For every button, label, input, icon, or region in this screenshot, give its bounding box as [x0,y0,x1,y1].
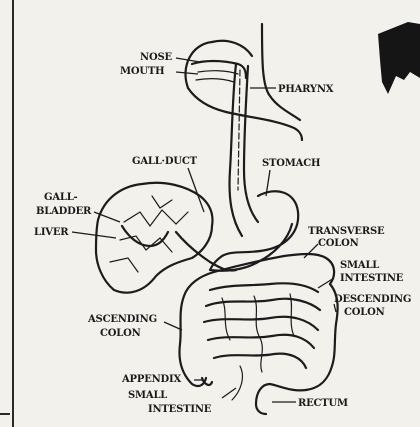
label-gall-duct: GALL·DUCT [132,156,198,167]
label-gall-bladder-1: GALL- [44,192,78,203]
label-descending-colon-2: COLON [344,307,385,318]
liver-leader [72,232,116,238]
label-descending-colon-1: DESCENDING [334,294,411,305]
labels: NOSE MOUTH PHARYNX GALL·DUCT STOMACH GAL… [34,52,411,415]
small-intestine-bottom-leader [222,388,236,398]
label-stomach: STOMACH [262,158,320,169]
leader-lines [72,58,336,402]
nasal-mouth-cavity [192,61,246,82]
label-mouth: MOUTH [120,66,164,77]
label-rectum: RECTUM [298,398,348,409]
body-outline [185,24,302,140]
label-ascending-colon-2: COLON [100,328,141,339]
label-nose: NOSE [140,52,172,63]
mouth-leader [176,72,198,74]
stomach-outline [210,191,298,270]
label-small-intestine-bottom-1: SMALL [128,390,167,401]
ascending-colon [180,272,215,386]
gall-bladder [122,226,236,271]
label-transverse-colon-1: TRANSVERSE [308,226,385,237]
descending-colon [306,284,338,390]
dark-silhouette [378,22,420,94]
small-intestine [204,283,320,400]
label-appendix: APPENDIX [121,374,182,385]
label-small-intestine-right-1: SMALL [340,260,379,271]
transverse-colon-leader [304,244,318,258]
label-pharynx: PHARYNX [278,84,334,95]
transverse-colon [214,254,334,284]
descending-colon-leader [334,304,336,312]
label-gall-bladder-2: BLADDER [36,206,92,217]
label-small-intestine-bottom-2: INTESTINE [148,404,212,415]
esophagus [230,64,259,236]
label-ascending-colon-1: ASCENDING [87,314,157,325]
label-transverse-colon-2: COLON [318,238,359,249]
label-liver: LIVER [34,227,69,238]
label-small-intestine-right-2: INTESTINE [340,273,404,284]
ascending-colon-leader [164,322,182,330]
